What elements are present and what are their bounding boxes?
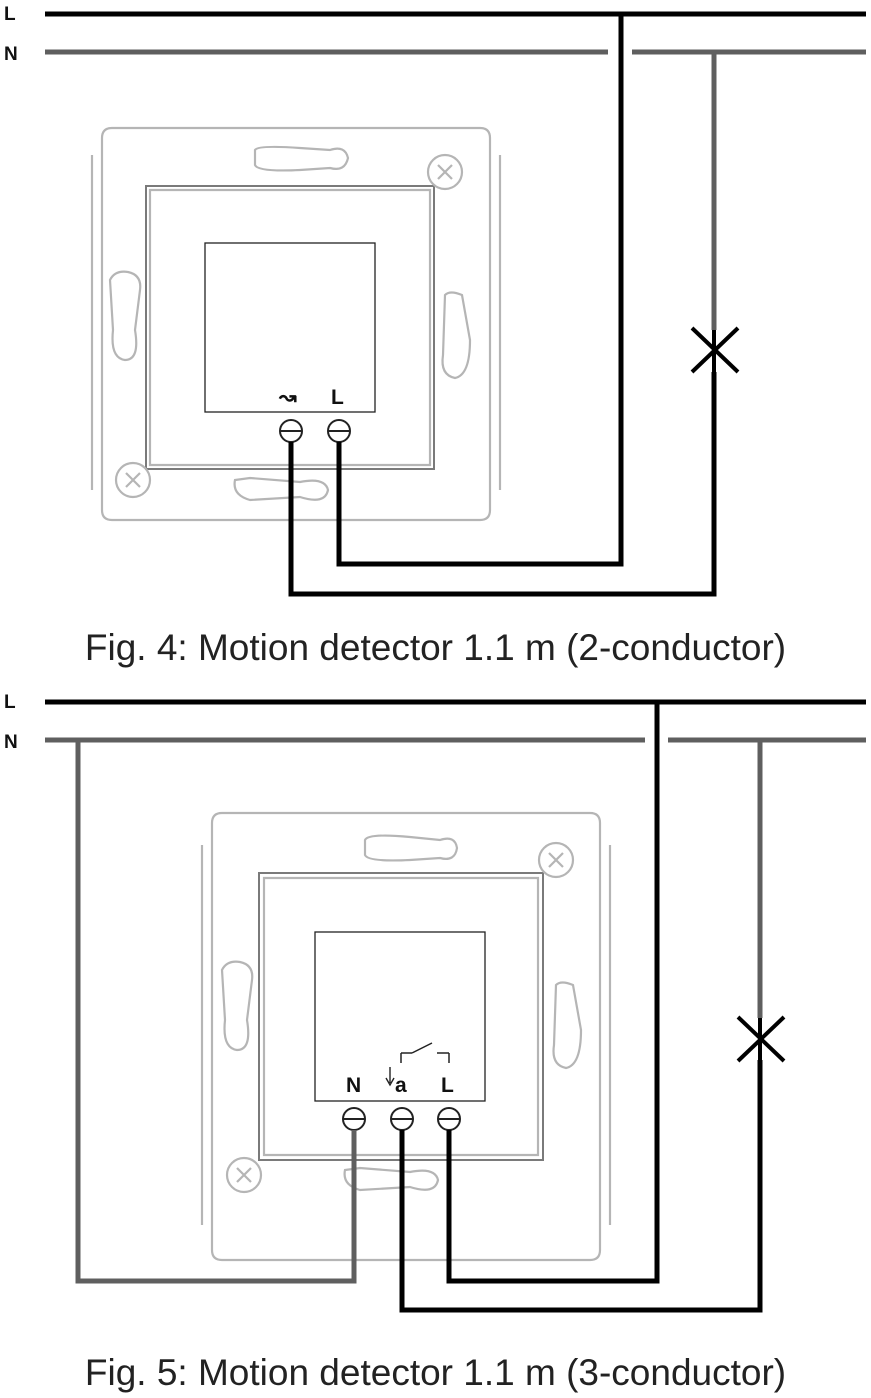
wire-L-to-terminal xyxy=(336,14,624,567)
mounting-frame xyxy=(200,811,612,1262)
terminal-label-L: L xyxy=(441,1074,454,1097)
terminal-load xyxy=(279,419,303,443)
line-label-L: L xyxy=(4,4,16,25)
line-label-N: N xyxy=(4,44,18,65)
terminal-L xyxy=(327,419,351,443)
wiring-diagram-fig4: L N ↝ L xyxy=(4,4,866,597)
figure-caption-4: Fig. 4: Motion detector 1.1 m (2-conduct… xyxy=(84,627,787,668)
terminal-label-L: L xyxy=(331,386,344,409)
lamp-symbol xyxy=(736,1015,786,1063)
terminal-L xyxy=(437,1107,461,1131)
wire-N-to-terminal xyxy=(75,740,357,1284)
sensor-window xyxy=(314,931,486,1102)
sensor-window xyxy=(204,242,376,413)
wiring-diagram-fig5: L N N a L xyxy=(4,692,866,1313)
figure-caption-5: Fig. 5: Motion detector 1.1 m (3-conduct… xyxy=(84,1352,787,1393)
wire-a-to-lamp xyxy=(399,1060,763,1313)
line-label-N: N xyxy=(4,732,18,753)
terminal-N xyxy=(342,1107,366,1131)
relay-contact-symbol xyxy=(385,1042,450,1087)
terminal-a xyxy=(390,1107,414,1131)
terminal-label-a: a xyxy=(395,1074,407,1097)
wire-load-to-lamp xyxy=(288,372,717,597)
wire-L-to-terminal xyxy=(446,702,660,1284)
terminal-label-load: ↝ xyxy=(278,386,297,409)
terminal-label-N: N xyxy=(346,1074,361,1097)
lamp-symbol xyxy=(690,326,740,374)
line-label-L: L xyxy=(4,692,16,713)
mounting-frame xyxy=(90,126,502,522)
